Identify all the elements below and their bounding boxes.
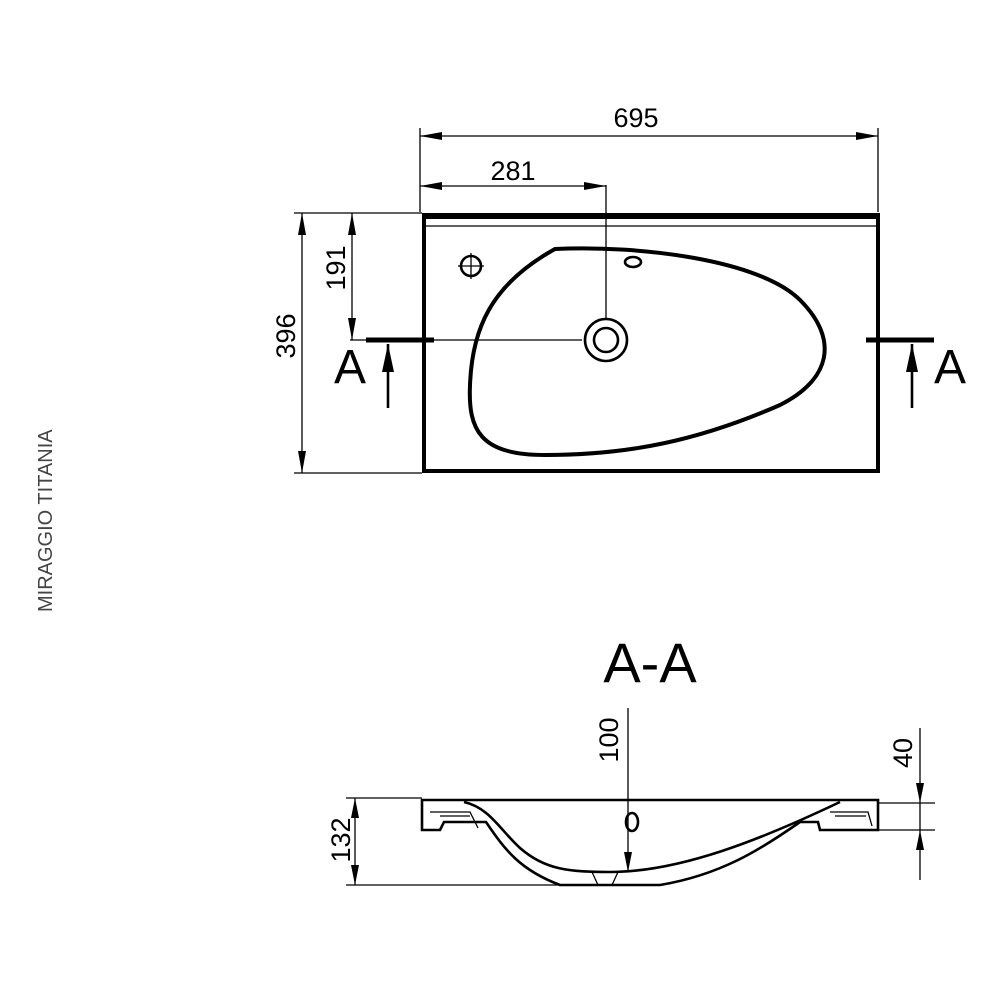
section-marker-left-label: A [334,341,366,394]
dimension-drain-offset: 281 [420,156,606,190]
section-marker-right-label: A [934,341,966,394]
dimension-drain-offset-label: 281 [490,156,535,186]
dimension-rim: 40 [878,728,935,880]
dimension-depth-label: 396 [271,313,301,358]
dimension-width: 695 [419,103,879,212]
section-drain [591,871,619,886]
tap-hole-icon [458,253,484,279]
dimension-depth: 396 [271,212,422,474]
product-label: MIRAGGIO TITANIA [35,429,57,612]
section-marker-right: A [866,337,966,408]
section-view: A-A 132 100 [326,631,935,887]
plan-view: 695 281 396 191 [271,103,966,474]
drain-icon [583,317,629,363]
section-marker-left: A [334,337,434,408]
dimension-drain-depth-label: 191 [321,245,351,290]
section-title: A-A [603,631,697,694]
section-overflow-hole [624,811,640,833]
section-rim-left [430,811,479,829]
back-edge-fill [424,213,878,219]
dimension-height: 132 [326,797,560,886]
dimension-rim-label: 40 [888,738,918,768]
dimension-drain-height-label: 100 [594,717,624,762]
dimension-width-label: 695 [613,103,658,133]
dimension-drain-depth: 191 [321,213,356,340]
section-inner-profile [463,800,841,874]
section-outer-profile [420,798,880,887]
dimension-drain-height: 100 [594,708,632,872]
dimension-height-label: 132 [326,817,356,862]
bowl-outline [467,246,827,458]
overflow-hole [623,255,643,269]
section-rim-right [830,811,873,827]
